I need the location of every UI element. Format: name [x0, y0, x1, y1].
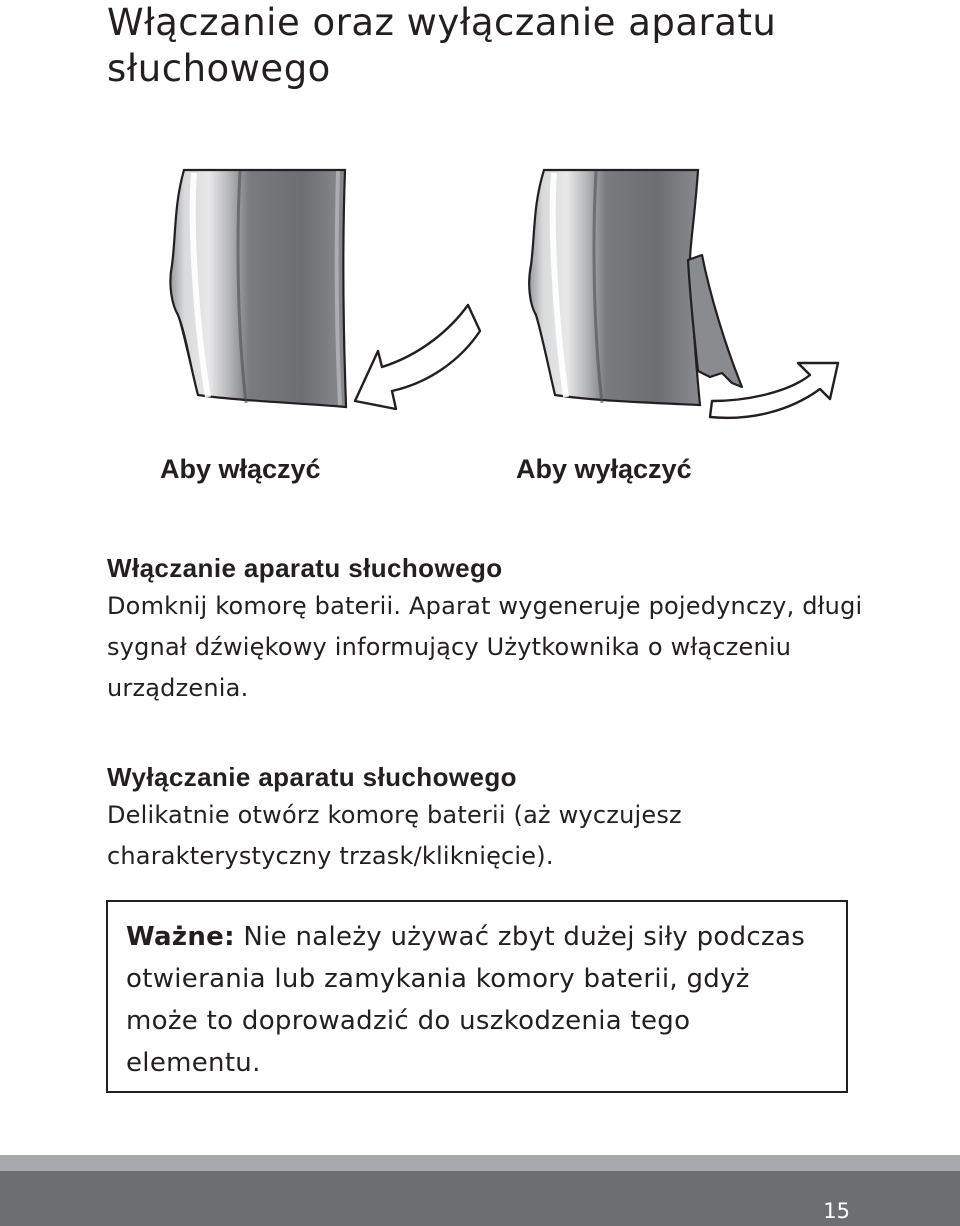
page-title: Włączanie oraz wyłączanie aparatu słucho… — [107, 1, 777, 90]
close-door-arrow-icon — [353, 303, 482, 411]
open-door-arrow-icon — [708, 361, 840, 420]
section-turn-off-heading: Wyłączanie aparatu słuchowego — [107, 762, 517, 792]
important-note-box: Ważne: Nie należy używać zbyt dużej siły… — [106, 900, 848, 1093]
caption-turn-on: Aby włączyć — [160, 454, 321, 484]
footer-band-dark — [0, 1171, 960, 1226]
page-number: 15 — [823, 1199, 850, 1223]
section-turn-off: Wyłączanie aparatu słuchowego Delikatnie… — [107, 759, 867, 877]
section-turn-on: Włączanie aparatu słuchowego Domknij kom… — [107, 550, 867, 709]
footer-band-light — [0, 1155, 960, 1171]
important-note-text: Nie należy używać zbyt dużej siły podcza… — [126, 922, 806, 1078]
section-turn-on-heading: Włączanie aparatu słuchowego — [107, 553, 503, 583]
hearing-aid-closed — [169, 168, 348, 409]
important-note: Ważne: Nie należy używać zbyt dużej siły… — [126, 916, 826, 1084]
hearing-aid-open — [528, 168, 744, 407]
caption-turn-off: Aby wyłączyć — [516, 454, 692, 484]
hearing-aid-illustration — [169, 168, 840, 420]
important-note-label: Ważne: — [126, 922, 235, 952]
section-turn-on-body: Domknij komorę baterii. Aparat wygeneruj… — [107, 592, 863, 702]
section-turn-off-body: Delikatnie otwórz komorę baterii (aż wyc… — [107, 801, 682, 870]
